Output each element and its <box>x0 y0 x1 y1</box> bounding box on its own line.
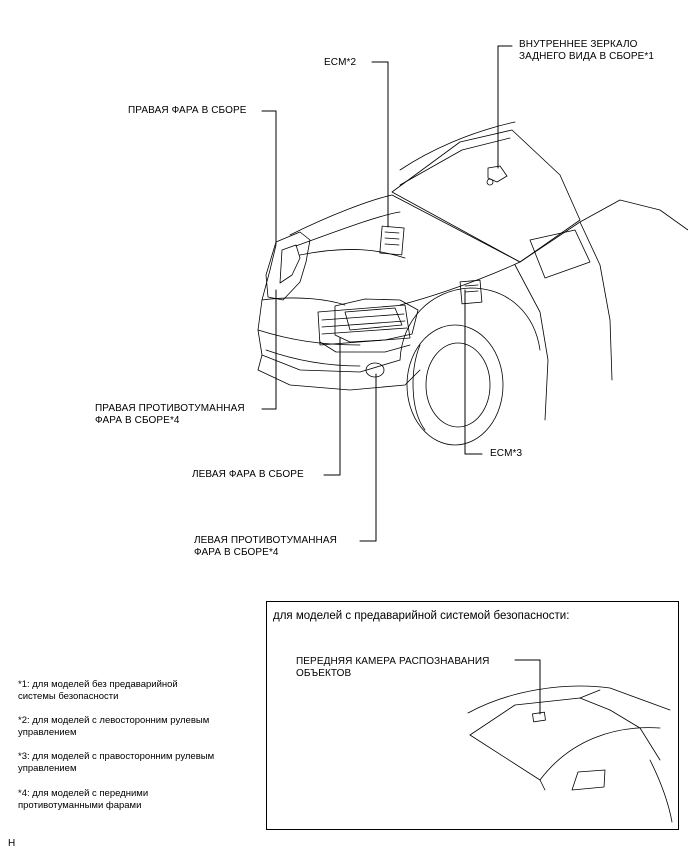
leader-left-headlamp <box>323 337 341 476</box>
grille <box>317 304 411 346</box>
a-pillar <box>519 199 688 263</box>
inset-frame <box>266 601 679 830</box>
label-left-headlamp: ЛЕВАЯ ФАРА В СБОРЕ <box>192 469 304 480</box>
front-fascia <box>257 244 401 373</box>
right-headlamp-shape <box>265 231 311 301</box>
wheel-arch <box>399 287 541 361</box>
left-headlamp-shape <box>334 298 419 343</box>
leader-camera <box>514 659 541 715</box>
footnote-4: *4: для моделей с передними противотуман… <box>18 788 149 811</box>
leader-mirror <box>497 45 513 169</box>
label-ecm2: ECM*2 <box>324 57 357 68</box>
left-fog-lamp-shape <box>365 362 385 378</box>
leader-right-fog <box>261 289 277 410</box>
label-right-fog-lamp: ПРАВАЯ ПРОТИВОТУМАННАЯ ФАРА В СБОРЕ*4 <box>95 403 245 426</box>
label-left-fog-lamp: ЛЕВАЯ ПРОТИВОТУМАННАЯ ФАРА В СБОРЕ*4 <box>194 535 337 558</box>
leader-ecm3 <box>464 289 483 455</box>
leader-left-fog <box>359 373 377 542</box>
windshield-outline <box>391 129 581 263</box>
footnote-3: *3: для моделей с правосторонним рулевым… <box>18 751 215 774</box>
label-front-camera: ПЕРЕДНЯЯ КАМЕРА РАСПОЗНАВАНИЯ ОБЪЕКТОВ <box>296 656 490 679</box>
side-window <box>529 229 591 279</box>
footnote-1: *1: для моделей без предаварийной систем… <box>18 679 178 702</box>
ecm2-module <box>379 225 405 256</box>
figure-code: H <box>8 838 16 849</box>
front-wheel <box>406 324 504 446</box>
ecm3-module <box>459 279 483 305</box>
hood-outline <box>289 194 521 306</box>
leader-ecm2 <box>371 61 389 228</box>
bumper <box>257 354 421 391</box>
leader-right-headlamp <box>261 110 277 245</box>
label-ecm3: ECM*3 <box>490 448 523 459</box>
label-inner-mirror: ВНУТРЕННЕЕ ЗЕРКАЛО ЗАДНЕГО ВИДА В СБОРЕ*… <box>519 39 655 62</box>
inset-title: для моделей с предаварийной системой без… <box>273 610 570 622</box>
inset-vehicle <box>467 685 673 823</box>
label-right-headlamp: ПРАВАЯ ФАРА В СБОРЕ <box>128 105 247 116</box>
roof-outline <box>399 121 516 171</box>
mirror-shape <box>487 165 508 183</box>
footnote-2: *2: для моделей с левосторонним рулевым … <box>18 715 210 738</box>
camera-shape <box>532 711 546 723</box>
